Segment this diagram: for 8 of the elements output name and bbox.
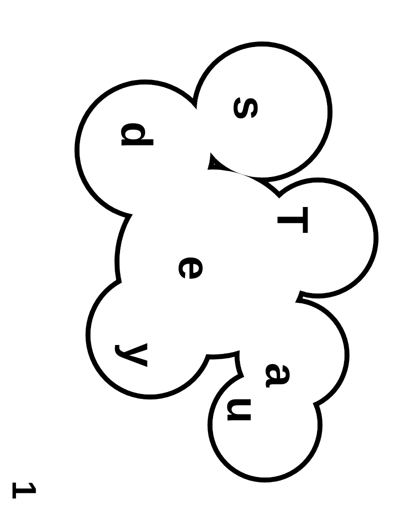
letter: a <box>258 362 302 388</box>
letter: u <box>219 396 264 424</box>
figure-number: 1 <box>3 480 44 500</box>
letter: T <box>269 206 314 234</box>
letter: d <box>113 122 158 148</box>
letter: e <box>171 256 216 280</box>
letter: s <box>226 96 270 120</box>
letter: y <box>116 342 160 368</box>
